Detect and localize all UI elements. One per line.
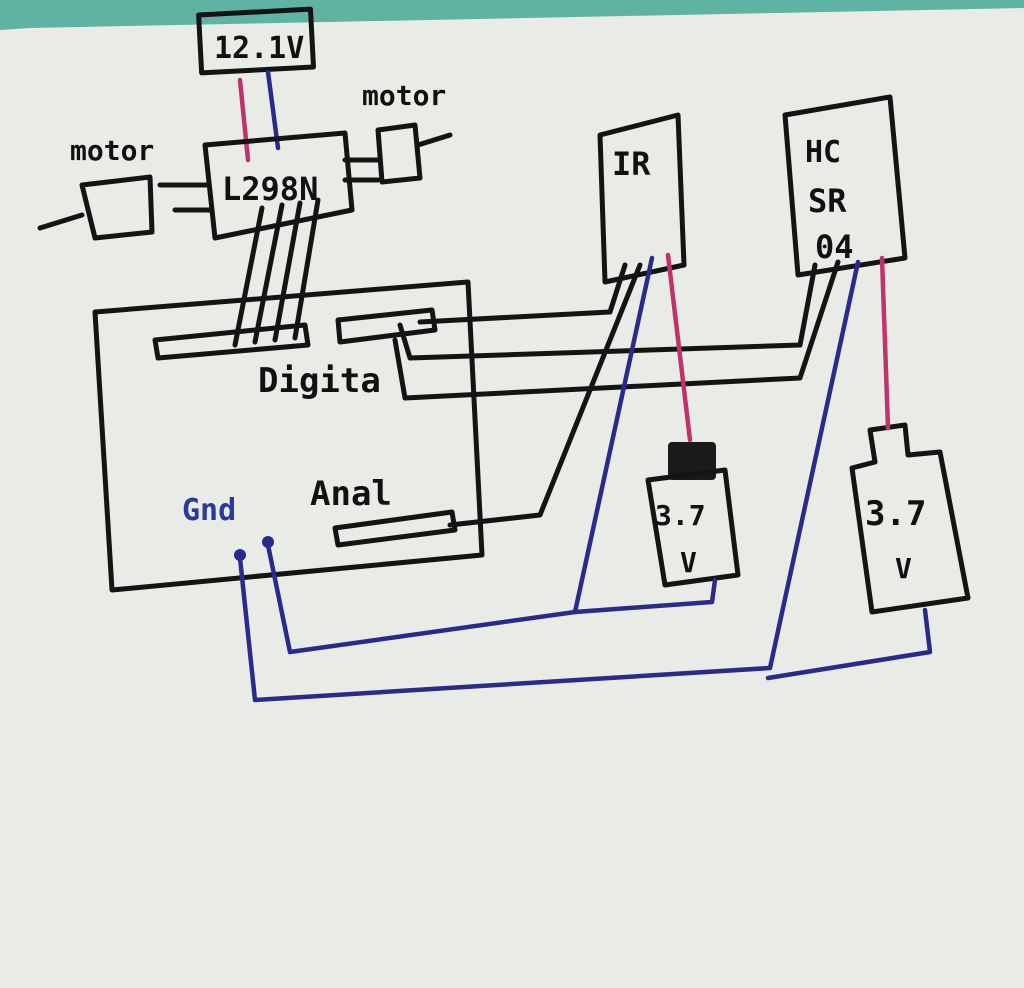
ir-vcc-wire <box>665 252 693 443</box>
board-gnd-wire-2 <box>237 259 861 703</box>
l298n-driver: L298N <box>157 130 383 348</box>
motor-right-label: motor <box>362 79 446 112</box>
ir-signal-wire <box>417 262 628 325</box>
driver-label: L298N <box>222 170 318 208</box>
digital-label: Digita <box>258 361 381 401</box>
power-supply: 12.1V <box>196 6 316 76</box>
battery-hc: 3.7 V <box>849 422 971 615</box>
arduino-board: Digita Anal Gnd <box>92 279 485 593</box>
echo-wire <box>392 259 841 401</box>
battery-ir: 3.7 V <box>645 442 741 588</box>
motor-right: motor <box>362 79 453 185</box>
ultrasonic-sensor: HC SR 04 <box>782 94 908 278</box>
ir-sensor: IR <box>597 112 687 285</box>
gnd-label: Gnd <box>182 493 236 528</box>
analog-header <box>332 509 458 548</box>
power-supply-label: 12.1V <box>214 31 304 66</box>
motor-left: motor <box>37 134 155 241</box>
ir-sensor-label: IR <box>612 145 651 183</box>
power-positive-wire <box>237 77 251 163</box>
background-cloth <box>0 0 1024 30</box>
digital-header-left <box>152 322 311 361</box>
hc-gnd-wire <box>765 607 933 681</box>
04-label: 04 <box>815 228 854 266</box>
board-gnd-wire-1 <box>265 542 578 655</box>
battery-ir-unit: V <box>680 546 697 579</box>
hc-vcc-wire <box>879 255 891 431</box>
hc-label: HC <box>805 135 841 170</box>
ir-gnd-wire <box>572 255 718 615</box>
battery-hc-unit: V <box>895 552 912 585</box>
ir-analog-wire <box>447 262 643 528</box>
motor-left-label: motor <box>70 134 154 167</box>
digital-header-right <box>335 307 438 345</box>
sr-label: SR <box>808 182 847 220</box>
power-negative-wire <box>265 69 281 151</box>
battery-ir-voltage: 3.7 <box>655 499 706 532</box>
battery-hc-voltage: 3.7 <box>865 494 926 534</box>
analog-label: Anal <box>310 474 392 514</box>
